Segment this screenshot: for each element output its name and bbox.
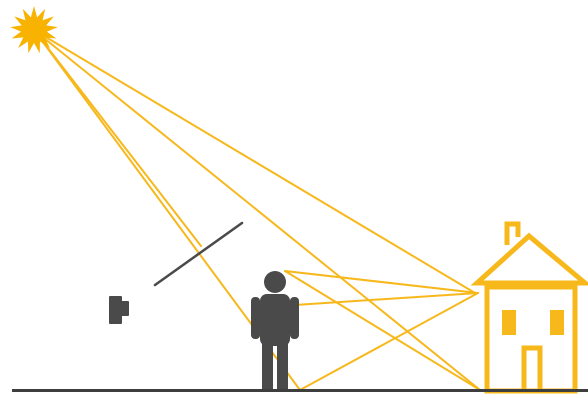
ray-head-to-base <box>285 271 480 390</box>
house-chimney <box>507 224 518 245</box>
house-icon <box>477 224 585 391</box>
house-walls <box>487 287 575 391</box>
mirror-panel <box>155 223 242 285</box>
house-door <box>524 348 540 391</box>
ray-sun-to-house-wall <box>34 30 475 293</box>
person-icon <box>251 271 299 391</box>
house-window-right <box>550 310 564 335</box>
sun-icon <box>10 6 58 53</box>
house-window-left <box>502 310 516 335</box>
ground-line <box>12 389 588 392</box>
camera-icon <box>109 296 129 324</box>
house-roof <box>477 236 585 283</box>
person-house-rays <box>285 271 480 390</box>
ray-feet-to-wall <box>300 293 478 390</box>
